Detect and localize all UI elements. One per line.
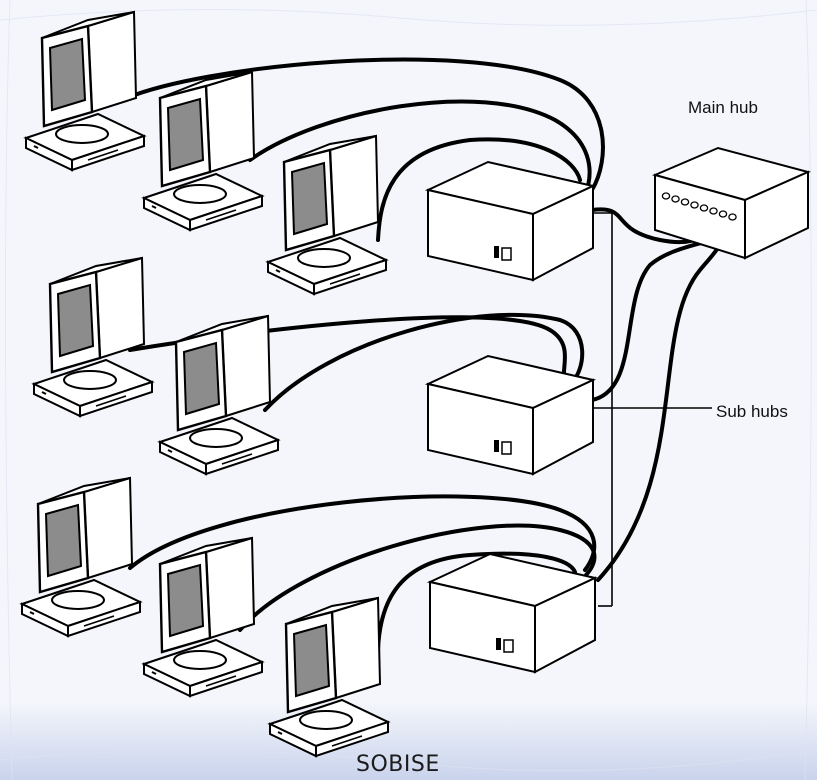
hub-port-icon: [719, 211, 726, 217]
computer-icon: [34, 258, 152, 416]
hub-port-icon: [710, 208, 717, 214]
computer-icon: [144, 72, 262, 230]
hub-port-icon: [729, 214, 736, 220]
sub-hub-3-icon: [430, 554, 595, 672]
computer-icon: [26, 12, 144, 170]
sub-hub-bracket: [592, 213, 712, 606]
computer-icon: [160, 316, 278, 474]
footer-watermark-text: SOBISE: [356, 752, 440, 777]
hub-port-icon: [662, 193, 669, 199]
computer-icon: [144, 538, 262, 696]
sub-hubs-label: Sub hubs: [716, 402, 788, 422]
main-hub-label: Main hub: [688, 98, 758, 118]
computer-icon: [270, 598, 388, 756]
sub-hub-1-icon: [428, 162, 593, 280]
hub-port-icon: [681, 199, 688, 205]
cable-sub2-main: [592, 238, 716, 400]
hub-port-icon: [672, 196, 679, 202]
computer-icon: [22, 478, 140, 636]
hub-port-icon: [700, 205, 707, 211]
cable-sub3-main: [598, 240, 722, 580]
sub-hub-2-icon: [428, 356, 593, 474]
computer-icon: [268, 136, 386, 294]
hub-port-icon: [691, 202, 698, 208]
